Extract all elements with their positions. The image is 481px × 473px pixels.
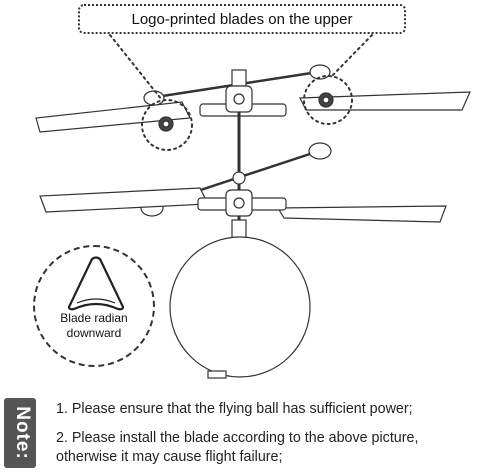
upper-hub-top (231, 69, 247, 87)
upper-left-logo-mark-icon (158, 116, 174, 132)
note-item-2-line2: otherwise it may cause flight failure; (56, 449, 283, 465)
leader-line-left (109, 34, 163, 101)
note-label: Note: (12, 406, 33, 460)
ball-switch (207, 370, 227, 379)
helicopter-ball-diagram (35, 34, 471, 379)
helicopter-ball-illustration (35, 34, 471, 379)
note-item-2: 2. Please install the blade according to… (56, 429, 478, 467)
lower-flybar-weight-right (308, 142, 332, 160)
upper-left-logo-callout-circle (141, 99, 193, 151)
blade-radian-icon (67, 256, 125, 311)
blade-radian-label: Blade radian downward (35, 311, 153, 341)
lower-left-blade (39, 187, 209, 213)
blade-radian-line2: downward (66, 326, 122, 340)
note-item-1: 1. Please ensure that the flying ball ha… (56, 401, 413, 417)
blade-radian-callout: Blade radian downward (33, 245, 155, 367)
note-item-2-line1: 2. Please install the blade according to… (56, 430, 419, 446)
upper-right-logo-callout-circle (303, 75, 353, 125)
lower-right-blade (276, 205, 447, 223)
leader-line-right (331, 34, 373, 77)
logo-blades-callout: Logo-printed blades on the upper (78, 4, 406, 34)
notes-list: 1. Please ensure that the flying ball ha… (56, 400, 478, 467)
upper-left-blade (35, 101, 191, 133)
logo-blades-callout-text: Logo-printed blades on the upper (131, 10, 353, 28)
upper-right-blade (299, 91, 471, 111)
upper-right-logo-mark-icon (318, 92, 334, 108)
ball-collar (231, 219, 247, 239)
blade-radian-line1: Blade radian (60, 311, 128, 325)
flying-ball (169, 236, 311, 378)
note-badge (4, 398, 36, 468)
